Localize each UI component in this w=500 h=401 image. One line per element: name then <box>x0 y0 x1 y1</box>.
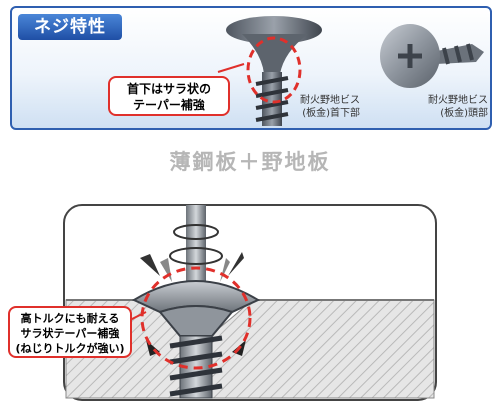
screw-neck-photo <box>222 14 322 126</box>
callout-connector <box>217 63 245 73</box>
torque-callout-line1: 高トルクにも耐える <box>20 312 120 325</box>
torque-callout-line2: サラ状テーパー補強 <box>20 327 120 340</box>
caption-head-line1: 耐火野地ビス <box>428 95 488 106</box>
neck-callout-line1: 首下はサラ状の <box>126 82 211 96</box>
screw-head-photo <box>372 18 490 94</box>
caption-neck-line1: 耐火野地ビス <box>300 95 360 106</box>
screw-threads <box>169 335 223 397</box>
diagram-heading: 薄鋼板＋野地板 <box>169 150 331 174</box>
rotation-arrow-2 <box>169 247 223 265</box>
rotation-arrow-1 <box>173 224 219 240</box>
caption-neck-line2: (板金)首下部 <box>302 108 360 119</box>
torque-callout-line3: (ねじりトルクが強い) <box>15 342 125 355</box>
caption-head-line2: (板金)頭部 <box>440 108 488 119</box>
taper-neck <box>158 305 234 337</box>
neck-callout-line2: テーパー補強 <box>133 98 205 112</box>
impact-mark <box>228 252 244 276</box>
impact-mark <box>140 254 160 276</box>
callout-connector-2 <box>129 311 147 321</box>
neck-callout: 首下はサラ状の テーパー補強 <box>108 76 230 116</box>
panel-title: ネジ特性 <box>18 14 122 40</box>
torque-callout: 高トルクにも耐える サラ状テーパー補強 (ねじりトルクが強い) <box>8 306 132 358</box>
features-panel: ネジ特性 耐火野地ビス (板金)首下部 <box>10 6 492 130</box>
driver-shaft <box>186 205 206 285</box>
taper-highlight <box>140 266 252 370</box>
